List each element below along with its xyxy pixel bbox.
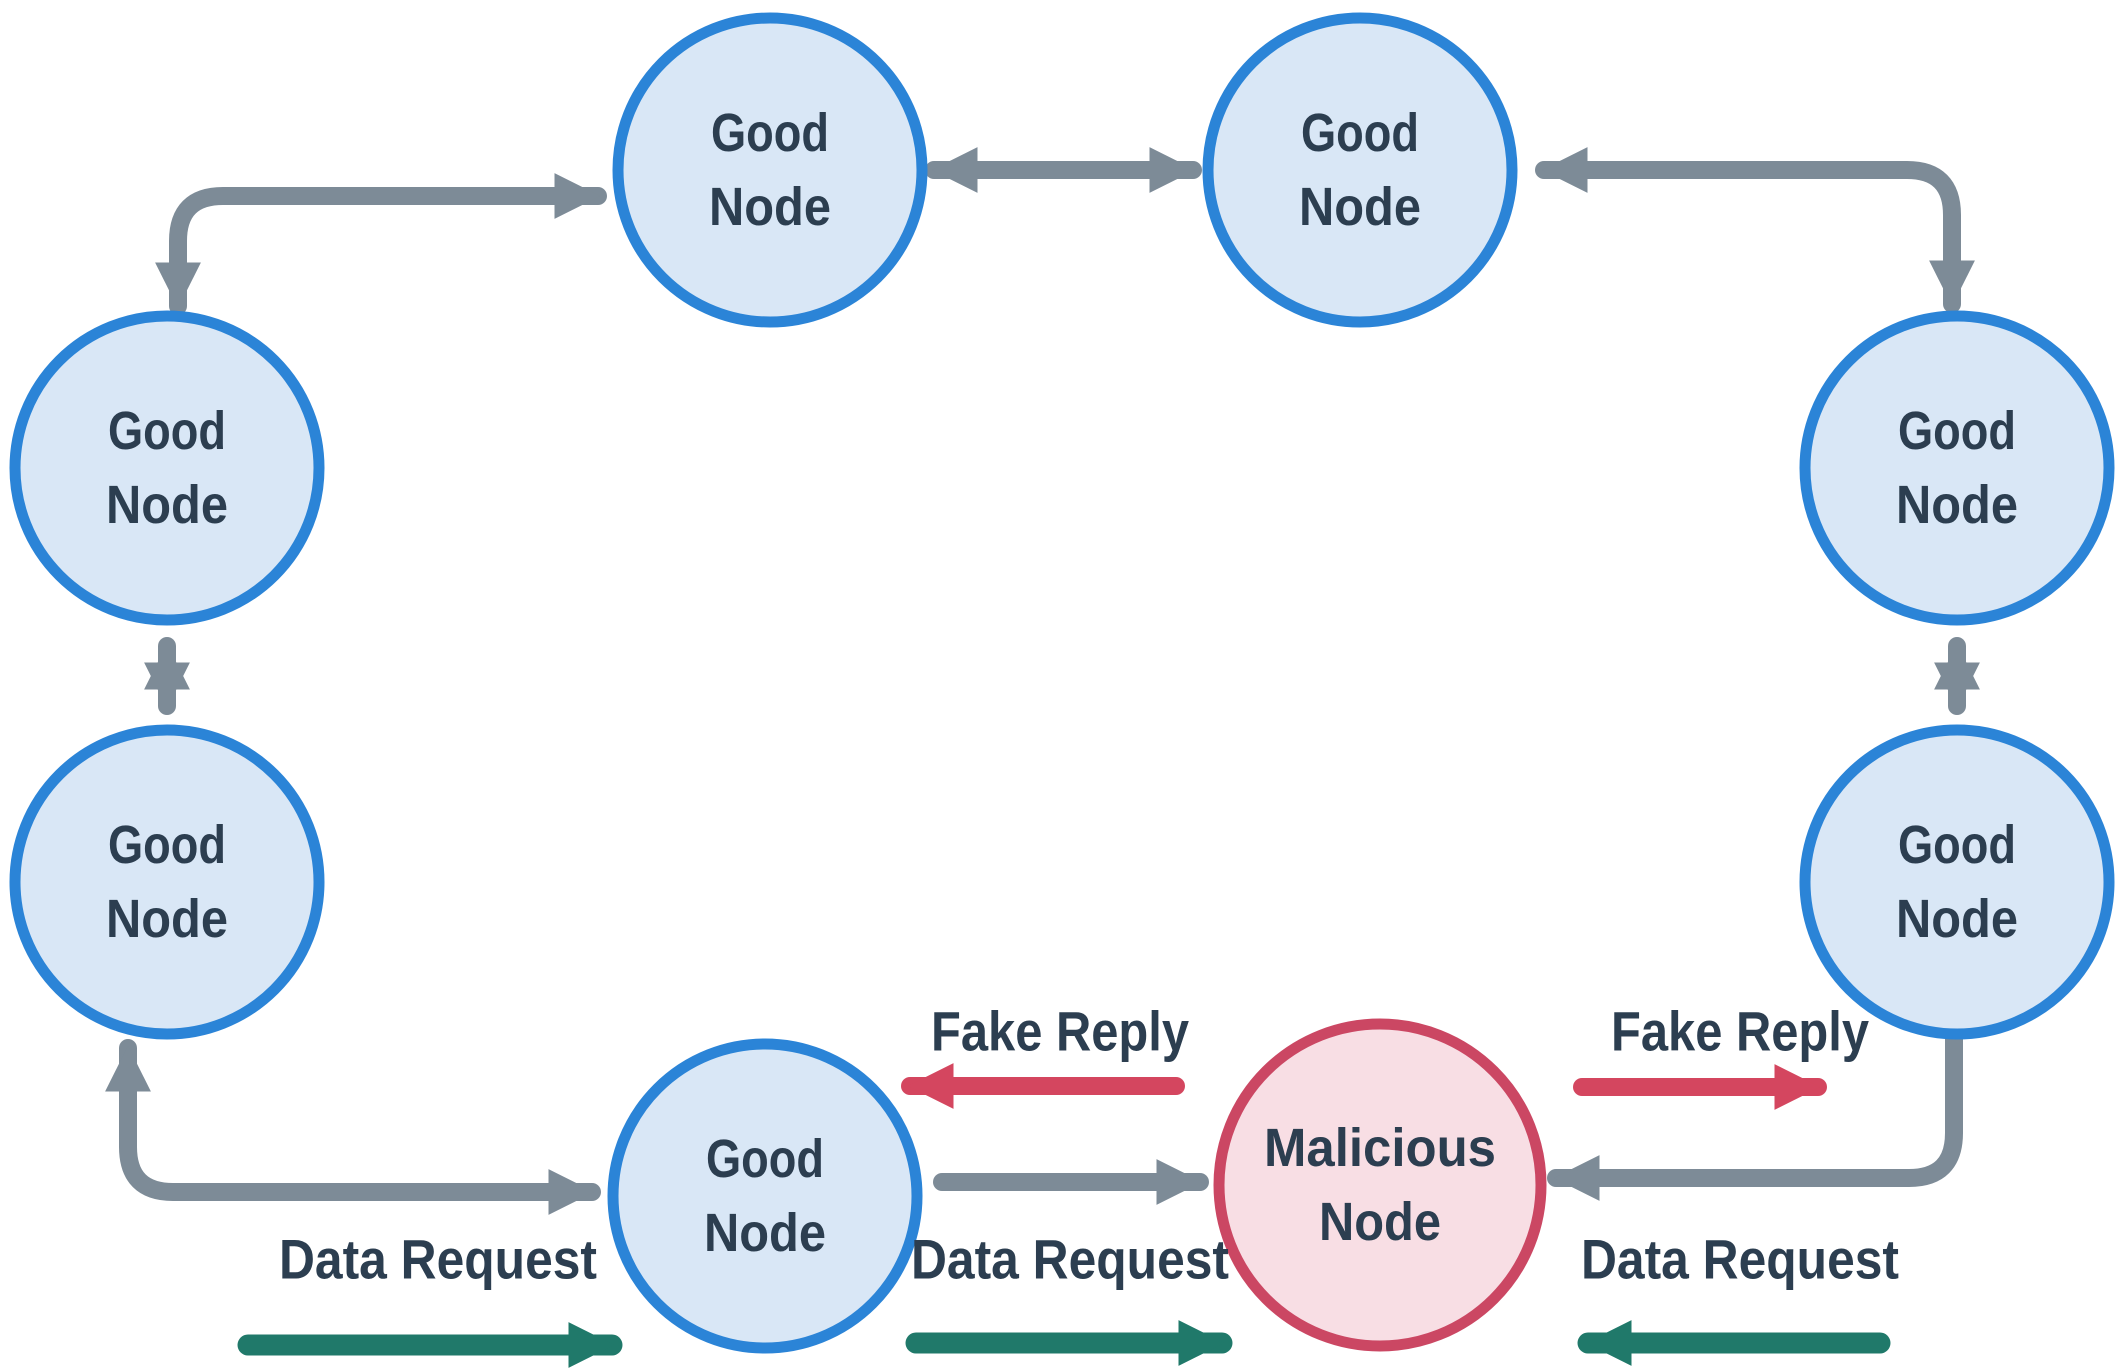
- good-node-bottom-label-line1: Good: [706, 1129, 824, 1189]
- good-node-right-lower-label-line1: Good: [1898, 815, 2016, 875]
- good-node-left-upper-label-line2: Node: [106, 475, 228, 535]
- link-left-upper-to-top-left: [155, 173, 607, 315]
- good-node-top-left-label-line2: Node: [709, 177, 831, 237]
- good-node-left-upper-circle: [9, 310, 325, 626]
- good-node-bottom-label-line2: Node: [704, 1203, 826, 1263]
- malicious-node-circle: [1213, 1018, 1547, 1352]
- good-node-right-lower-label-line2: Node: [1896, 889, 2018, 949]
- good-node-left-upper-label-line1: Good: [108, 401, 226, 461]
- malicious-node-label-line2: Node: [1319, 1192, 1441, 1252]
- good-node-bottom-circle: [607, 1038, 923, 1354]
- label-fake-reply-right: Fake Reply: [1611, 1000, 1869, 1063]
- label-data-request-left: Data Request: [279, 1228, 597, 1291]
- label-fake-reply-middle: Fake Reply: [931, 1000, 1189, 1063]
- label-data-request-right: Data Request: [1581, 1228, 1899, 1291]
- good-node-right-upper-label-line1: Good: [1898, 401, 2016, 461]
- good-node-left-lower-label-line2: Node: [106, 889, 228, 949]
- good-node-right-lower-circle: [1799, 724, 2115, 1040]
- good-node-left-lower-circle: [9, 724, 325, 1040]
- good-node-right-upper-circle: [1799, 310, 2115, 626]
- good-node-left-lower-label-line1: Good: [108, 815, 226, 875]
- malicious-node-label-line1: Malicious: [1264, 1118, 1496, 1178]
- link-left-lower-to-bottom-good: [105, 1039, 601, 1215]
- good-node-right-upper-label-line2: Node: [1896, 475, 2018, 535]
- link-right-lower-to-malicious: [1547, 1027, 1963, 1201]
- label-data-request-middle: Data Request: [911, 1228, 1229, 1291]
- good-node-top-right-circle: [1202, 12, 1518, 328]
- good-node-top-right-label-line2: Node: [1299, 177, 1421, 237]
- link-top-right-to-right-upper: [1535, 147, 1975, 313]
- good-node-top-right-label-line1: Good: [1301, 103, 1419, 163]
- good-node-top-left-label-line1: Good: [711, 103, 829, 163]
- good-node-top-left-circle: [612, 12, 928, 328]
